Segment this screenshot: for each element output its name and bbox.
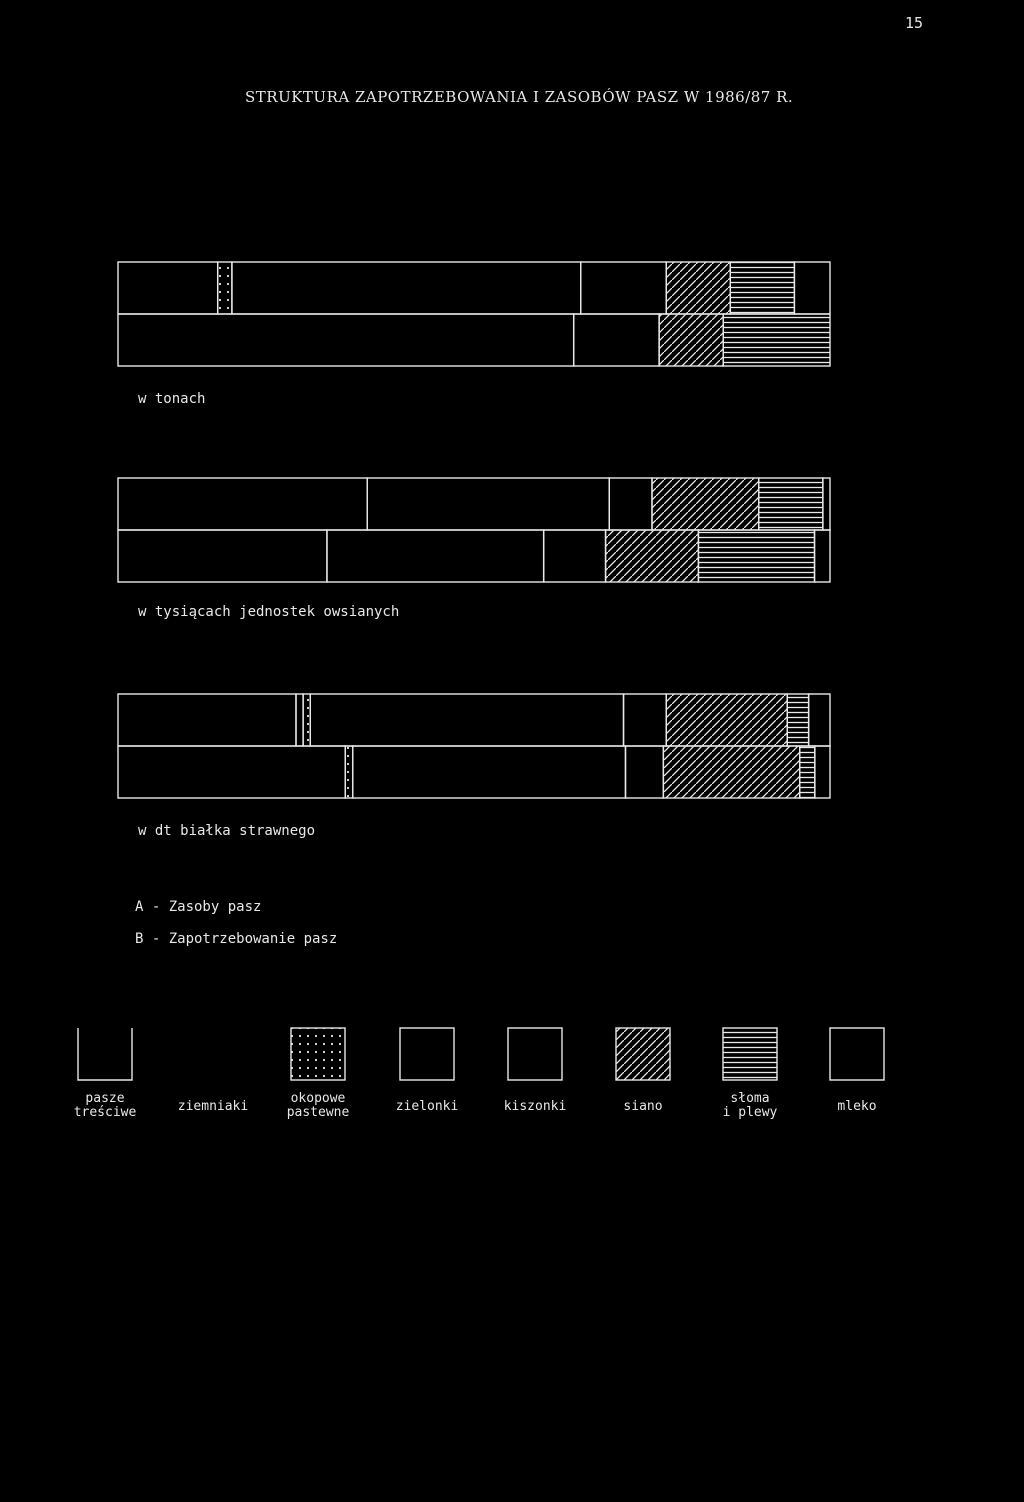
bar-segment-mleko-zasoby bbox=[822, 477, 831, 531]
bar-segment-pasze-tresciwe-zapotrzebowanie bbox=[117, 745, 346, 799]
legend-item-ziemniaki: ziemniaki bbox=[178, 1099, 248, 1114]
bar-segment-kiszonki-zasoby bbox=[622, 693, 667, 747]
bar-segment-mleko-zasoby bbox=[807, 693, 831, 747]
legend-label-sloma-i-plewy-1: i plewy bbox=[723, 1105, 778, 1120]
bar-segment-zielonki-zasoby bbox=[366, 477, 610, 531]
legend-label-siano-0: siano bbox=[623, 1099, 662, 1114]
bar-segment-siano-zapotrzebowanie bbox=[604, 529, 700, 583]
chart-1 bbox=[117, 477, 831, 583]
legend-label-pasze-tresciwe-1: treściwe bbox=[74, 1105, 137, 1120]
bar-segment-pasze-tresciwe-zasoby bbox=[117, 477, 368, 531]
legend-label-sloma-i-plewy-0: słoma bbox=[730, 1091, 769, 1106]
bar-segment-sloma-i-plewy-zasoby bbox=[758, 477, 824, 531]
bar-segment-kiszonki-zapotrzebowanie bbox=[572, 313, 660, 367]
bar-segment-ziemniaki-zasoby bbox=[295, 693, 304, 747]
bar-segment-zielonki-zapotrzebowanie bbox=[326, 529, 545, 583]
bar-segment-siano-zapotrzebowanie bbox=[662, 745, 801, 799]
legend-item-mleko: mleko bbox=[829, 1027, 885, 1114]
bar-segment-okopowe-pastewne-zapotrzebowanie bbox=[344, 745, 354, 799]
bar-segment-okopowe-pastewne-zasoby bbox=[302, 693, 311, 747]
legend-label-kiszonki-0: kiszonki bbox=[504, 1099, 567, 1114]
bar-segment-siano-zasoby bbox=[665, 693, 788, 747]
bar-segment-sloma-i-plewy-zapotrzebowanie bbox=[722, 313, 831, 367]
bar-segment-pasze-tresciwe-zapotrzebowanie bbox=[117, 529, 328, 583]
bar-segment-mleko-zapotrzebowanie bbox=[813, 529, 831, 583]
legend-swatch-mleko bbox=[829, 1027, 885, 1081]
legend-label-ziemniaki-0: ziemniaki bbox=[178, 1099, 248, 1114]
bar-segment-zielonki-zasoby bbox=[231, 261, 582, 315]
bar-segment-kiszonki-zapotrzebowanie bbox=[624, 745, 665, 799]
bar-segment-siano-zasoby bbox=[651, 477, 760, 531]
page-number: 15 bbox=[905, 14, 924, 32]
legend-label-zielonki-0: zielonki bbox=[396, 1099, 459, 1114]
legend-label-pasze-tresciwe-0: pasze bbox=[85, 1091, 124, 1106]
bar-segment-kiszonki-zasoby bbox=[580, 261, 667, 315]
bar-segment-zielonki-zasoby bbox=[309, 693, 625, 747]
legend-swatch-siano bbox=[615, 1027, 671, 1081]
legend-label-mleko-0: mleko bbox=[837, 1099, 876, 1114]
legend-item-kiszonki: kiszonki bbox=[504, 1027, 567, 1114]
bar-segment-sloma-i-plewy-zapotrzebowanie bbox=[697, 529, 816, 583]
legend-label-okopowe-pastewne-1: pastewne bbox=[287, 1105, 350, 1120]
legend-swatch-okopowe-pastewne bbox=[290, 1027, 346, 1081]
bar-segment-pasze-tresciwe-zasoby bbox=[117, 693, 297, 747]
bar-segment-siano-zapotrzebowanie bbox=[658, 313, 724, 367]
bar-segment-ziemniaki-zasoby bbox=[117, 261, 219, 315]
bar-segment-kiszonki-zasoby bbox=[608, 477, 653, 531]
bar-segment-siano-zasoby bbox=[665, 261, 732, 315]
chart-caption-tonnes: w tonach bbox=[138, 391, 206, 407]
definition-b: B - Zapotrzebowanie pasz bbox=[135, 931, 338, 947]
page-title: STRUKTURA ZAPOTRZEBOWANIA I ZASOBÓW PASZ… bbox=[245, 88, 794, 106]
chart-2 bbox=[117, 693, 831, 799]
bar-segment-kiszonki-zapotrzebowanie bbox=[542, 529, 607, 583]
legend-item-siano: siano bbox=[615, 1027, 671, 1114]
chart-0 bbox=[117, 261, 831, 367]
legend-swatch-pasze-tresciwe bbox=[77, 1028, 133, 1081]
bar-segment-mleko-zasoby bbox=[793, 261, 831, 315]
legend-label-okopowe-pastewne-0: okopowe bbox=[291, 1091, 346, 1106]
chart-caption-oat-units: w tysiącach jednostek owsianych bbox=[138, 604, 400, 620]
bar-segment-sloma-i-plewy-zapotrzebowanie bbox=[799, 745, 816, 799]
bar-segment-okopowe-pastewne-zasoby bbox=[216, 261, 233, 315]
definition-a: A - Zasoby pasz bbox=[135, 899, 262, 915]
legend-item-zielonki: zielonki bbox=[396, 1027, 459, 1114]
bar-segment-zielonki-zapotrzebowanie bbox=[117, 313, 575, 367]
legend-swatch-zielonki bbox=[399, 1027, 455, 1081]
bar-segment-mleko-zapotrzebowanie bbox=[814, 745, 831, 799]
bar-segment-sloma-i-plewy-zasoby bbox=[786, 693, 810, 747]
bar-segment-zielonki-zapotrzebowanie bbox=[352, 745, 627, 799]
chart-caption-protein: w dt białka strawnego bbox=[138, 823, 316, 839]
legend-swatch-kiszonki bbox=[507, 1027, 563, 1081]
legend-swatch-sloma-i-plewy bbox=[722, 1027, 778, 1081]
bar-segment-sloma-i-plewy-zasoby bbox=[729, 261, 796, 315]
